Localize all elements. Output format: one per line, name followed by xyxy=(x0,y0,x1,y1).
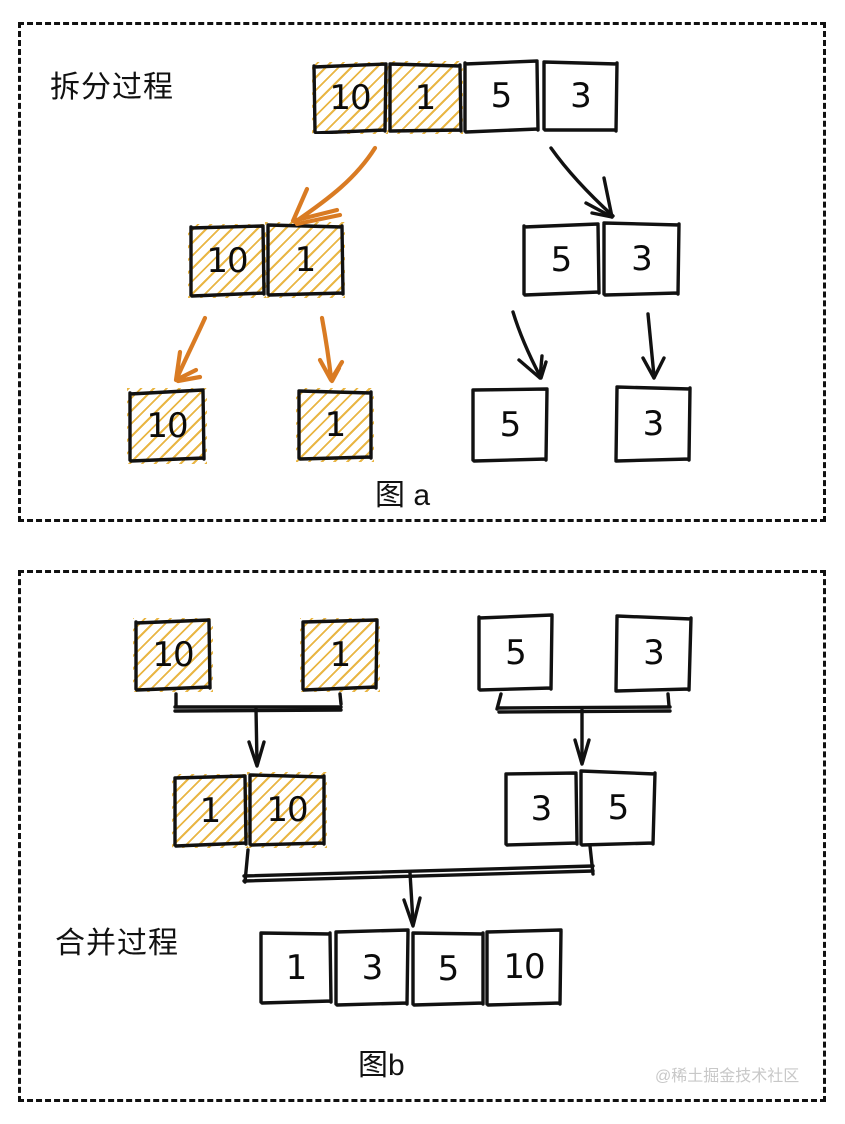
panel-a-title: 拆分过程 xyxy=(50,71,174,104)
cell-a-l0-0: 10 xyxy=(312,62,388,135)
cell-value: 3 xyxy=(643,633,665,673)
cell-value: 5 xyxy=(550,240,573,280)
cell-value: 3 xyxy=(631,239,653,279)
cell-value: 1 xyxy=(329,635,352,675)
cell-a-l0-2: 5 xyxy=(462,58,540,134)
cell-a-l2-0: 10 xyxy=(127,388,207,464)
cell-b-l2-2: 5 xyxy=(410,930,486,1008)
cell-value: 1 xyxy=(414,77,437,118)
cell-a-l2-3: 3 xyxy=(613,384,693,464)
cell-b-l0-1: 1 xyxy=(300,618,380,692)
cell-value: 1 xyxy=(294,240,317,280)
panel-split-process xyxy=(18,22,826,522)
cell-b-l1-right-1: 5 xyxy=(578,768,658,848)
cell-b-l1-left-0: 1 xyxy=(172,774,248,848)
cell-value: 5 xyxy=(437,949,460,989)
cell-value: 10 xyxy=(503,947,545,987)
cell-a-l1-left-0: 10 xyxy=(188,224,266,298)
cell-b-l1-left-1: 10 xyxy=(247,772,327,848)
watermark-label: @稀土掘金技术社区 xyxy=(655,1068,800,1085)
cell-value: 1 xyxy=(285,948,308,988)
cell-value: 5 xyxy=(505,633,527,673)
cell-value: 1 xyxy=(324,405,347,445)
cell-value: 3 xyxy=(642,404,665,444)
cell-b-l2-1: 3 xyxy=(333,928,411,1008)
cell-b-l0-0: 10 xyxy=(133,618,213,692)
panel-merge-process xyxy=(18,570,826,1102)
cell-a-l2-2: 5 xyxy=(470,386,550,464)
cell-b-l0-2: 5 xyxy=(476,613,555,693)
cell-value: 10 xyxy=(152,635,194,675)
caption-figure-a: 图 a xyxy=(375,479,431,512)
cell-value: 3 xyxy=(361,948,384,988)
cell-value: 5 xyxy=(607,788,630,828)
panel-b-title: 合并过程 xyxy=(55,927,179,960)
cell-a-l1-right-1: 3 xyxy=(601,220,682,298)
caption-figure-b: 图b xyxy=(358,1049,405,1082)
cell-value: 10 xyxy=(206,241,248,281)
cell-b-l2-0: 1 xyxy=(258,930,334,1006)
cell-value: 10 xyxy=(329,78,371,118)
cell-b-l2-3: 10 xyxy=(484,927,564,1007)
cell-a-l1-right-0: 5 xyxy=(521,222,601,298)
cell-value: 3 xyxy=(570,76,592,116)
cell-b-l0-3: 3 xyxy=(613,613,694,693)
cell-value: 1 xyxy=(199,791,222,831)
cell-value: 5 xyxy=(499,405,522,445)
cell-a-l1-left-1: 1 xyxy=(265,222,345,298)
cell-value: 10 xyxy=(146,406,188,446)
cell-value: 10 xyxy=(266,790,308,830)
cell-value: 3 xyxy=(530,789,553,829)
cell-a-l2-1: 1 xyxy=(296,388,374,462)
cell-a-l0-3: 3 xyxy=(541,58,620,134)
cell-value: 5 xyxy=(490,76,513,116)
cell-b-l1-right-0: 3 xyxy=(503,770,579,848)
cell-a-l0-1: 1 xyxy=(387,61,463,134)
